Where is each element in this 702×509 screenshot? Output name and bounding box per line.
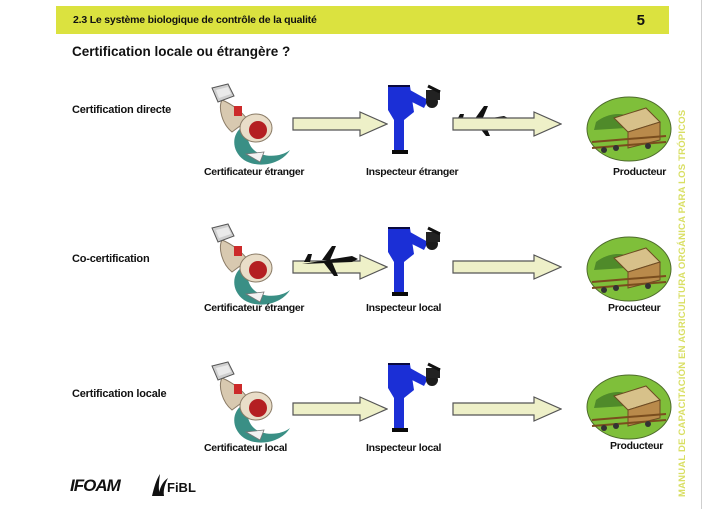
arrow-right-icon — [292, 111, 388, 137]
caption-producer: Producteur — [610, 440, 664, 452]
arrow-right-icon — [452, 254, 562, 280]
caption-certifier: Certificateur local — [204, 442, 287, 454]
caption-inspector: Inspecteur local — [366, 442, 442, 454]
fibl-logo: FiBL — [150, 472, 210, 498]
certifier-illustration — [211, 83, 290, 165]
caption-inspector: Inspecteur étranger — [366, 166, 459, 178]
slide-title: Certification locale ou étrangère ? — [72, 44, 291, 59]
certifier-illustration — [211, 223, 290, 305]
fibl-text: FiBL — [167, 480, 196, 495]
inspector-figure — [388, 362, 441, 432]
section-title: 2.3 Le système biologique de contrôle de… — [73, 14, 317, 26]
arrow-right-icon — [452, 396, 562, 422]
farm-illustration — [586, 374, 672, 440]
row-label-direct: Certification directe — [72, 104, 172, 116]
row-label-local: Certification locale — [72, 388, 167, 400]
row-label-co: Co-certification — [72, 253, 150, 265]
arrow-right-icon — [292, 396, 388, 422]
farm-illustration — [586, 236, 672, 302]
side-vertical-text: MANUAL DE CAPACITACIÓN EN AGRICULTURA OR… — [677, 109, 688, 497]
header-bar: 2.3 Le système biologique de contrôle de… — [56, 6, 669, 34]
caption-producer: Procucteur — [608, 302, 661, 314]
inspector-figure — [388, 226, 441, 296]
certifier-illustration — [211, 361, 290, 443]
caption-certifier: Certificateur étranger — [204, 166, 305, 178]
arrow-right-icon — [452, 111, 562, 137]
farm-illustration — [586, 96, 672, 162]
caption-certifier: Certificateur étranger — [204, 302, 305, 314]
ifoam-logo: IFOAM — [70, 476, 121, 495]
page-number: 5 — [636, 11, 645, 29]
airplane-icon — [302, 246, 358, 276]
caption-producer: Producteur — [613, 166, 667, 178]
arrow-right-icon — [292, 254, 388, 280]
fibl-leaf-icon — [152, 474, 168, 496]
inspector-figure — [388, 84, 441, 154]
caption-inspector: Inspecteur local — [366, 302, 442, 314]
